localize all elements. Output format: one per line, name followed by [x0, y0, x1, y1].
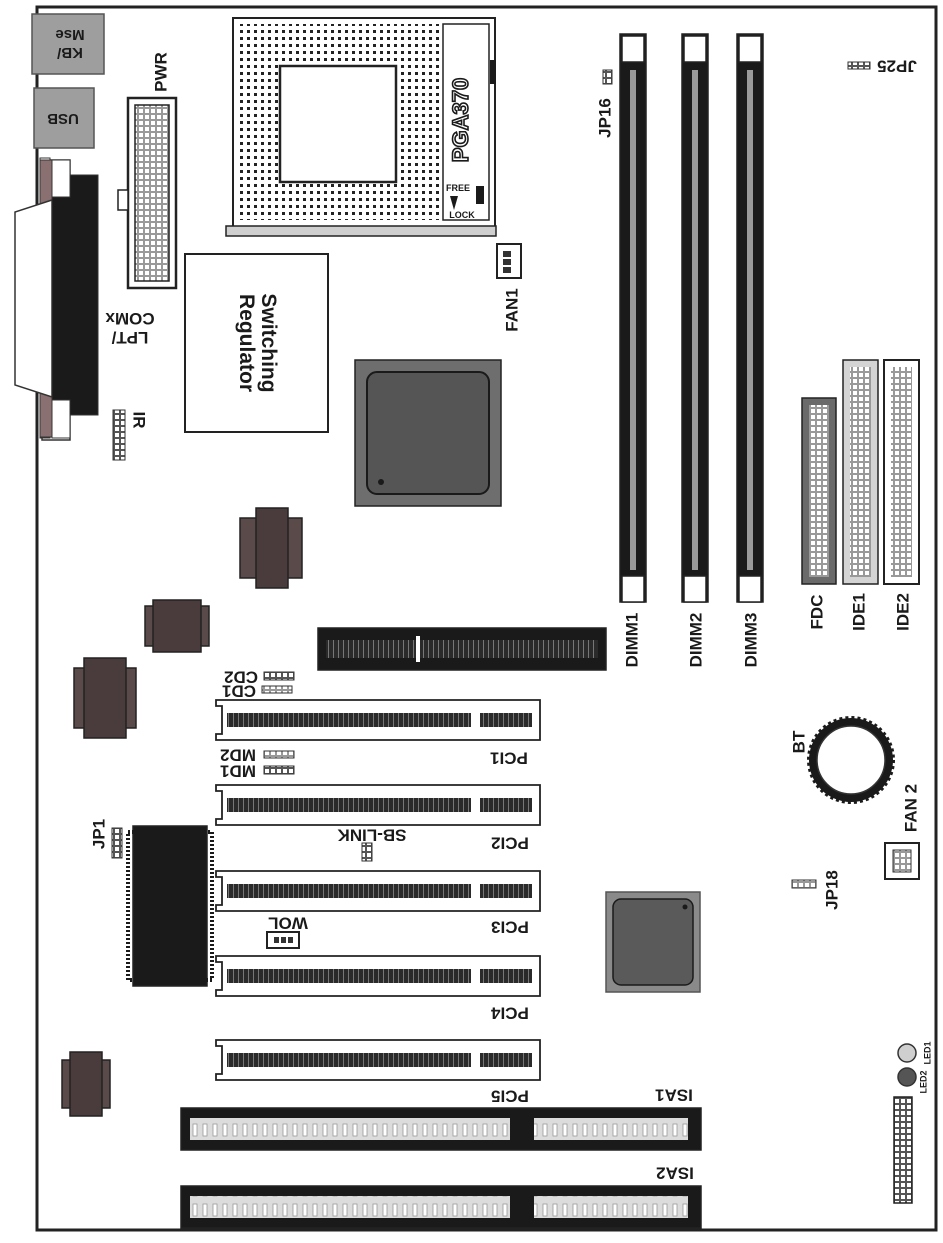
md1-header: MD1 [220, 762, 295, 781]
pci3-slot: PCI3 [215, 870, 541, 937]
southbridge-chip [126, 825, 214, 987]
super-io-chip [605, 891, 701, 993]
isa1-label: ISA1 [655, 1086, 693, 1105]
led1: LED1 [897, 1041, 932, 1065]
clock-chip [239, 507, 303, 589]
dimm1-slot: DIMM1 [619, 33, 647, 668]
ir-header: IR [112, 409, 149, 461]
front-panel-header [893, 1096, 913, 1204]
regulator-label-line1: Switching [257, 293, 280, 392]
pwr-label: PWR [151, 52, 170, 92]
atx-power-connector: PWR [117, 52, 178, 290]
switching-regulator: Switching Regulator [184, 253, 329, 433]
cd2-label: CD2 [224, 668, 258, 687]
jp25-label: JP25 [877, 57, 917, 76]
sb-link-label: SB-LINK [337, 826, 407, 845]
lpt-com-port: LPT/ COMx [14, 157, 155, 441]
ide2-label: IDE2 [893, 593, 912, 631]
jp16-jumper: JP16 [595, 69, 614, 138]
io-chip-left [73, 657, 137, 739]
pga370-label: PGA370 [448, 78, 473, 162]
dimm3-label: DIMM3 [741, 613, 760, 668]
fan1-label: FAN1 [502, 288, 521, 331]
pci5-slot: PCI5 [215, 1039, 541, 1106]
sb-link-header: SB-LINK [337, 826, 407, 862]
lpt-com-label-line1: LPT/ [111, 328, 148, 347]
pci1-label: PCI1 [490, 749, 528, 768]
wol-label: WOL [268, 914, 308, 933]
led2: LED2 [897, 1067, 928, 1094]
pci5-label: PCI5 [491, 1087, 529, 1106]
dimm1-label: DIMM1 [622, 613, 641, 668]
cd1-header: CD1 [222, 682, 293, 701]
lock-label: LOCK [449, 210, 475, 220]
free-label: FREE [446, 183, 470, 193]
pci4-label: PCI4 [491, 1004, 529, 1023]
regulator-label-line2: Regulator [235, 294, 258, 392]
kb-mse-label-line2: Mse [55, 26, 84, 43]
dimm2-slot: DIMM2 [681, 33, 709, 668]
ide1-connector: IDE1 [842, 359, 879, 631]
jp18-jumper: JP18 [791, 870, 841, 910]
led2-label: LED2 [918, 1070, 928, 1093]
cd1-label: CD1 [222, 682, 256, 701]
bt-label: BT [789, 730, 808, 753]
jp18-label: JP18 [822, 870, 841, 910]
northbridge-chip [354, 359, 502, 507]
isa2-slot: ISA2 [180, 1164, 702, 1229]
md1-label: MD1 [220, 762, 256, 781]
ir-label: IR [130, 412, 149, 429]
pci4-slot: PCI4 [215, 955, 541, 1023]
fan2-header: FAN 2 [884, 784, 920, 880]
kb-mse-label-line1: KB/ [56, 44, 83, 61]
usb-label: USB [47, 110, 79, 127]
jp25-jumper: JP25 [847, 57, 917, 76]
bios-chip [144, 599, 210, 653]
fan1-header: FAN1 [496, 243, 522, 332]
dimm2-label: DIMM2 [686, 613, 705, 668]
fdc-label: FDC [807, 595, 826, 630]
usb-port: USB [33, 87, 95, 149]
jp1-label: JP1 [89, 819, 108, 849]
cd2-header: CD2 [224, 668, 295, 687]
cpu-socket-pga370: PGA370 FREE LOCK [225, 17, 497, 237]
pci1-slot: PCI1 [215, 699, 541, 768]
pci3-label: PCI3 [491, 918, 529, 937]
md2-label: MD2 [220, 746, 256, 765]
md2-header: MD2 [220, 746, 295, 765]
pci2-label: PCI2 [491, 834, 529, 853]
dimm3-slot: DIMM3 [736, 33, 764, 668]
agp-slot [317, 627, 607, 671]
jp1-jumper: JP1 [89, 819, 123, 859]
lock-arrow-icon [450, 196, 458, 210]
led1-label: LED1 [922, 1041, 932, 1064]
lpt-com-label-line2: COMx [105, 309, 155, 328]
ide1-label: IDE1 [849, 593, 868, 631]
wol-header: WOL [266, 914, 308, 949]
jp16-label: JP16 [595, 98, 614, 138]
fdc-connector: FDC [801, 397, 837, 630]
pci2-slot: PCI2 [215, 784, 541, 853]
ide2-connector: IDE2 [883, 359, 920, 631]
battery: BT [789, 716, 895, 804]
kb-mse-port: KB/ Mse [31, 13, 105, 75]
fan2-label: FAN 2 [901, 784, 920, 832]
isa1-slot: ISA1 [180, 1086, 702, 1151]
io-chip-bottom [61, 1051, 111, 1117]
isa2-label: ISA2 [656, 1164, 694, 1183]
